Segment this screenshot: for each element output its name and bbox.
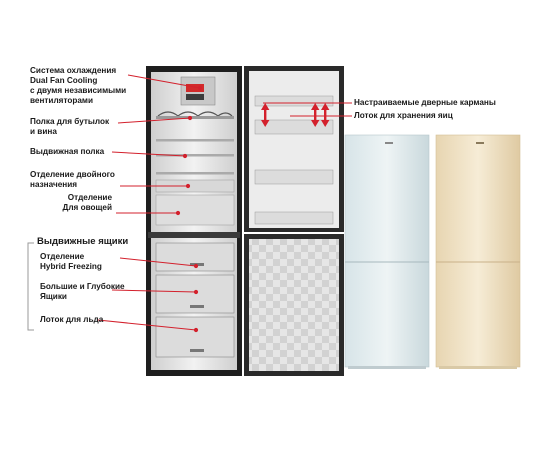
label-hybrid-line2: Hybrid Freezing	[40, 262, 102, 271]
label-cooling: Система охлаждения Dual Fan Cooling с дв…	[30, 66, 126, 106]
label-vegetables-line2: Для овощей	[62, 203, 112, 212]
pointer-hybrid	[119, 257, 197, 267]
label-drawers-title-line1: Выдвижные ящики	[37, 236, 129, 247]
label-big-drawers-line1: Большие и Глубокие	[40, 282, 125, 291]
adjustable-arrows	[261, 103, 330, 127]
label-cooling-line3: с двумя независимыми	[30, 86, 127, 95]
label-ice-tray-line1: Лоток для льда	[40, 315, 104, 324]
label-door-pockets: Настраиваемые дверные карманы Лоток для …	[354, 98, 496, 121]
label-dual-compartment-line1: Отделение двойного	[30, 170, 115, 179]
label-bottles-line2: и вина	[30, 127, 57, 136]
pointer-ice-tray	[97, 319, 197, 331]
label-door-pockets-line1: Настраиваемые дверные карманы	[354, 98, 496, 107]
label-drawers-title: Выдвижные ящики	[37, 237, 128, 247]
pointer-bottles	[117, 117, 191, 124]
label-vegetables-line1: Отделение	[67, 193, 112, 202]
label-bottles-line1: Полка для бутылок	[30, 117, 110, 126]
label-dual-compartment-line2: назначения	[30, 180, 78, 189]
label-big-drawers: Большие и Глубокие Ящики	[40, 282, 125, 302]
beige-fridge	[435, 134, 521, 369]
label-bottles: Полка для бутылок и вина	[30, 117, 109, 137]
label-big-drawers-line2: Ящики	[40, 292, 67, 301]
drawers-bracket	[27, 242, 34, 331]
label-cooling-line2: Dual Fan Cooling	[30, 76, 98, 85]
pointer-sliding-shelf	[111, 151, 186, 157]
pointer-cooling	[127, 74, 201, 89]
label-vegetables: Отделение Для овощей	[40, 193, 112, 213]
label-sliding-shelf-line1: Выдвижная полка	[30, 147, 105, 156]
label-cooling-line1: Система охлаждения	[30, 66, 117, 75]
label-door-pockets-line2: Лоток для хранения яиц	[354, 111, 453, 120]
open-doors	[244, 66, 344, 376]
light-blue-fridge	[344, 134, 430, 369]
label-dual-compartment: Отделение двойного назначения	[30, 170, 115, 190]
label-ice-tray: Лоток для льда	[40, 315, 103, 325]
label-hybrid-line1: Отделение	[40, 252, 85, 261]
pointer-big-drawers	[111, 289, 197, 293]
label-hybrid: Отделение Hybrid Freezing	[40, 252, 102, 272]
open-fridge-body	[146, 66, 242, 376]
label-sliding-shelf: Выдвижная полка	[30, 147, 104, 157]
label-cooling-line4: вентиляторами	[30, 96, 93, 105]
